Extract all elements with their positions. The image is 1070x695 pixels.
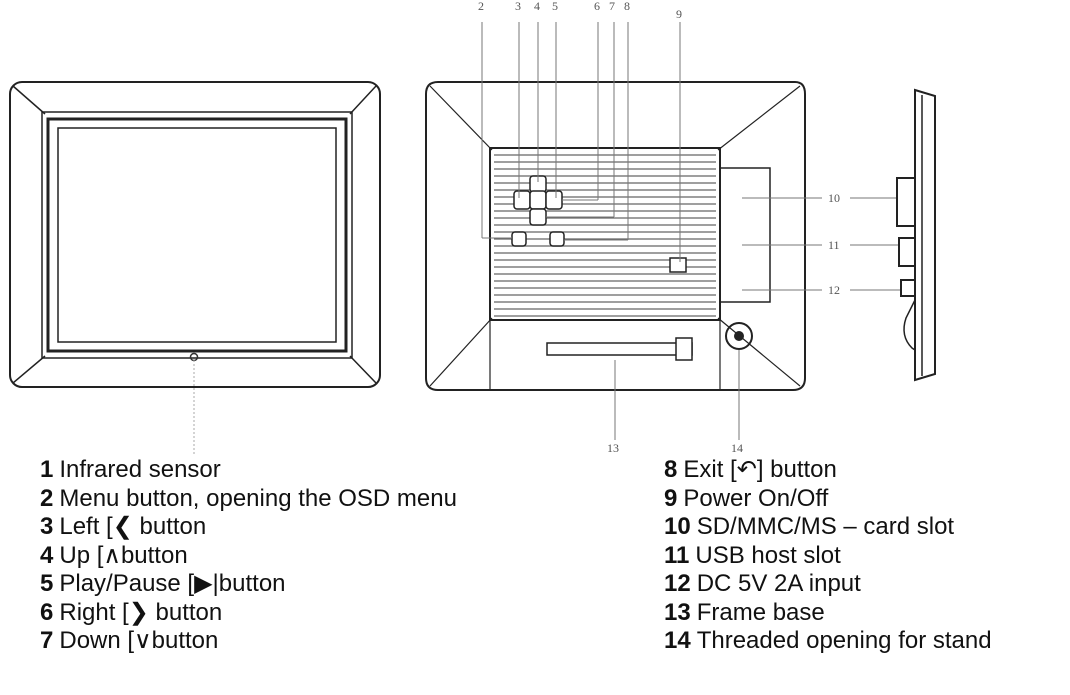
down-button: [529, 208, 547, 226]
exit-button: [549, 231, 565, 247]
infrared-sensor: [189, 352, 199, 362]
back-vent-grille: [494, 154, 716, 317]
callout-7: 7: [609, 0, 615, 13]
photo-frame-diagram: 2 3 4 5 6 7 8 9 10 11 12 13 14: [9, 0, 936, 455]
play-pause-button: [529, 190, 547, 210]
callout-5: 5: [552, 0, 558, 13]
left-button: [513, 190, 531, 210]
callout-11: 11: [828, 238, 840, 252]
threaded-opening: [725, 322, 753, 350]
callout-2: 2: [478, 0, 484, 13]
side-view: [896, 88, 936, 382]
frame-base-end: [675, 337, 693, 361]
callout-6: 6: [594, 0, 600, 13]
callout-12: 12: [828, 283, 840, 297]
usb-slot: [898, 237, 916, 267]
card-slot: [896, 177, 916, 227]
callout-10: 10: [828, 191, 840, 205]
front-view: [9, 81, 381, 388]
dc-input: [900, 279, 916, 297]
callout-leaders: [481, 22, 910, 440]
callout-4: 4: [534, 0, 540, 13]
callout-14: 14: [731, 441, 743, 455]
callout-13: 13: [607, 441, 619, 455]
callout-numbers: 2 3 4 5 6 7 8 9 10 11 12 13 14: [478, 0, 840, 455]
frame-base: [546, 342, 693, 356]
callout-8: 8: [624, 0, 630, 13]
callout-9: 9: [676, 7, 682, 21]
threaded-opening-inner: [734, 331, 744, 341]
menu-button: [511, 231, 527, 247]
power-switch: [669, 257, 687, 273]
right-button: [545, 190, 563, 210]
callout-3: 3: [515, 0, 521, 13]
